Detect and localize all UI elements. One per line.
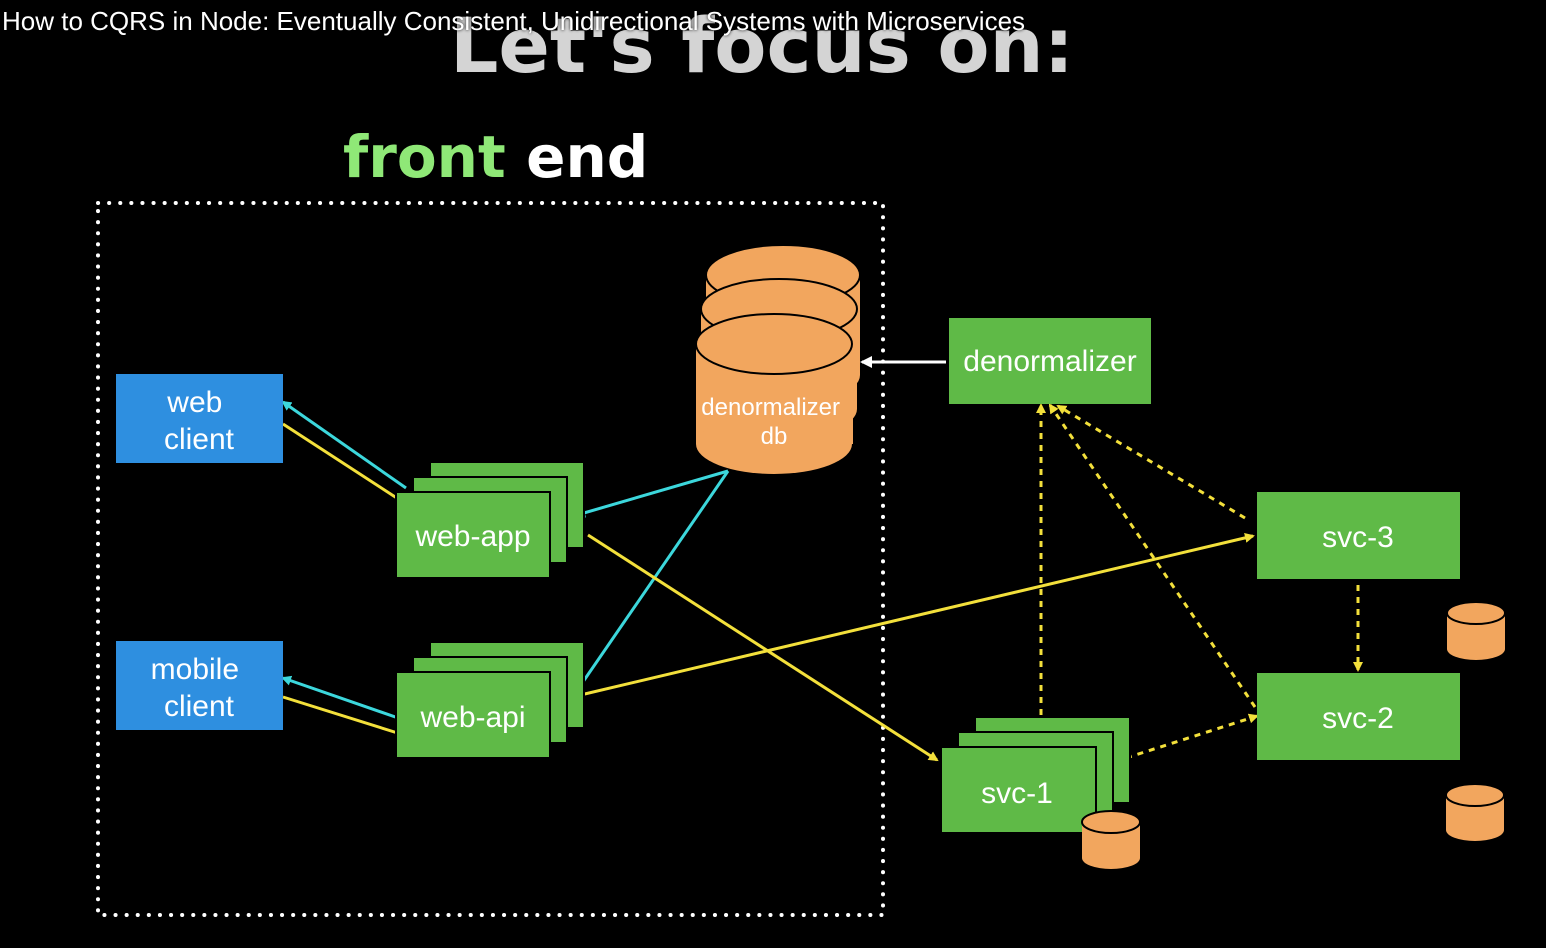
event-svc3-to-denormalizer	[1056, 404, 1246, 520]
video-title: How to CQRS in Node: Eventually Consiste…	[2, 6, 1026, 36]
svc-3-db-icon	[1446, 601, 1506, 660]
web-client-label-line1: web	[166, 386, 222, 419]
web-app-label: web-app	[414, 520, 530, 553]
connections	[281, 356, 1363, 762]
arrow-db-to-webapi	[574, 470, 730, 694]
denormalizer-box: denormalizer	[949, 318, 1151, 404]
arrow-webapi-to-mobileclient	[281, 675, 405, 722]
arrow-webclient-to-webapp	[282, 422, 408, 506]
mobile-client-label-line1: mobile	[151, 653, 239, 686]
denormalizer-db-label-line2: db	[761, 423, 788, 450]
svc-3-box: svc-3	[1257, 492, 1460, 579]
arrow-webapi-to-svc3	[571, 532, 1255, 699]
arrow-webapp-to-svc1	[587, 533, 939, 762]
web-api-label: web-api	[419, 701, 525, 734]
denormalizer-db-label: denormalizer db	[701, 394, 846, 450]
mobile-client-box: mobile client	[116, 641, 283, 730]
event-svc1-to-svc2	[1125, 713, 1259, 760]
arrow-db-to-webapp	[575, 469, 729, 518]
event-svc2-to-denormalizer	[1048, 403, 1257, 708]
svc-1-stack: svc-1	[940, 716, 1131, 834]
svc-1-db-icon	[1081, 810, 1141, 869]
web-api-stack: web-api	[395, 641, 585, 759]
arrow-webapp-to-webclient	[281, 400, 407, 490]
denormalizer-db: denormalizer db	[695, 244, 861, 474]
svc-2-label: svc-2	[1322, 702, 1394, 735]
front-end-word-end: end	[526, 123, 648, 191]
web-client-box: web client	[116, 374, 283, 463]
svc-3-label: svc-3	[1322, 521, 1394, 554]
svc-2-box: svc-2	[1257, 673, 1460, 760]
denormalizer-db-label-line1: denormalizer	[701, 394, 840, 421]
mobile-client-label-line2: client	[164, 690, 235, 723]
arrow-mobileclient-to-webapi	[282, 695, 406, 738]
svc-1-label: svc-1	[981, 777, 1053, 810]
front-end-title: front end	[343, 123, 648, 191]
mobile-client-label: mobile client	[151, 653, 248, 723]
web-client-label: web client	[164, 386, 235, 456]
denormalizer-label: denormalizer	[963, 345, 1136, 378]
web-app-stack: web-app	[395, 461, 585, 579]
front-end-word-front: front	[343, 123, 506, 191]
slide-heading: Let's focus on:	[450, 1, 1074, 90]
svc-2-db-icon	[1445, 783, 1505, 841]
web-client-label-line2: client	[164, 423, 235, 456]
